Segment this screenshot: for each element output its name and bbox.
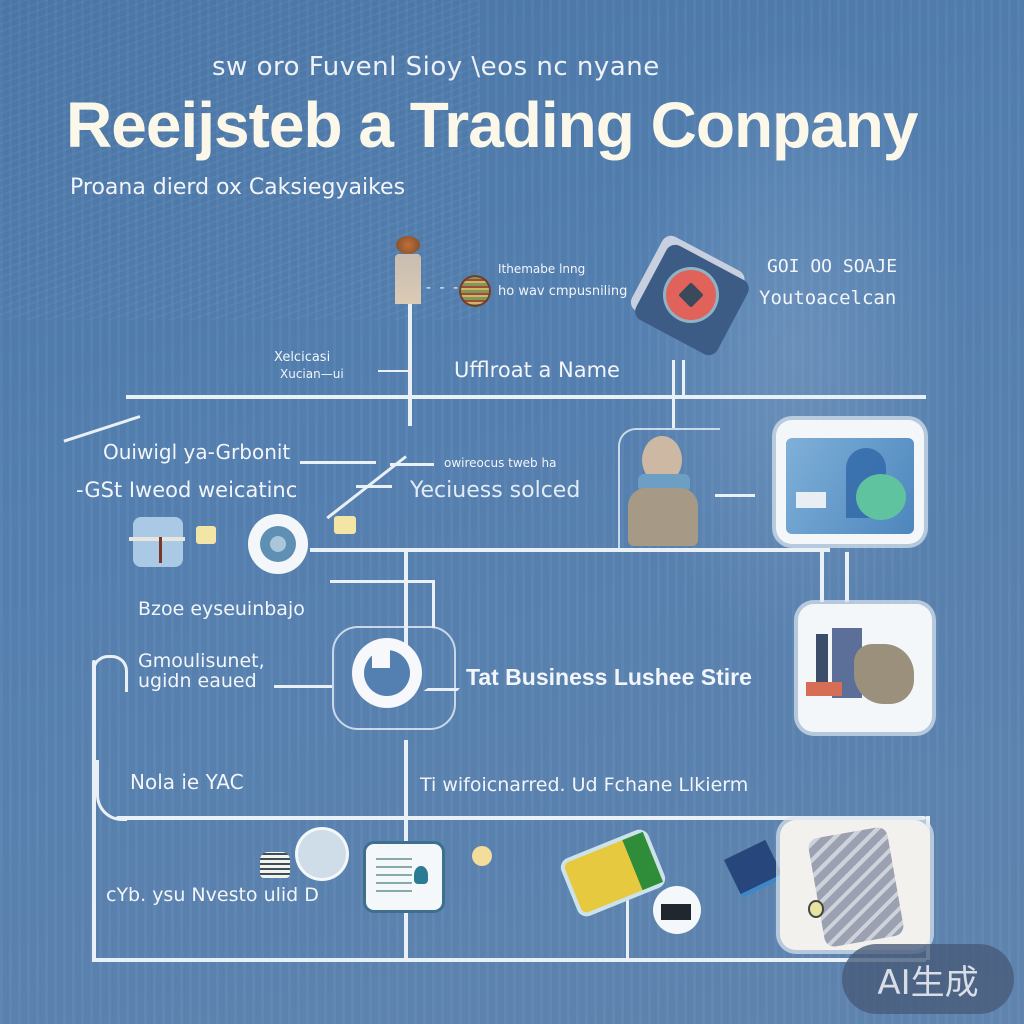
payment-card-icon bbox=[563, 831, 663, 915]
dotted-arrow: - - - bbox=[426, 280, 461, 296]
left-b-line1: Gmoulisunet, bbox=[138, 650, 265, 672]
business-step: Tat Business Lushee Stire bbox=[466, 664, 752, 690]
diamond-badge-icon bbox=[631, 240, 753, 359]
map-card-middle bbox=[798, 604, 932, 732]
tool-card-icon bbox=[129, 517, 185, 567]
face-icon bbox=[472, 846, 492, 866]
top-right-line1: GOI OO SOAJE bbox=[767, 256, 898, 277]
bottom-mid-label: Ti wifoicnarred. Ud Fchane Llkierm bbox=[420, 774, 749, 796]
central-step-frame bbox=[332, 626, 456, 730]
cash-stack-icon bbox=[260, 852, 290, 878]
ai-generated-badge: AI生成 bbox=[842, 944, 1014, 1014]
document-icon bbox=[366, 844, 442, 910]
top-note-line1: Ithemabe lnng bbox=[498, 262, 586, 276]
left-a-line2: -GSt Iweod weicatinc bbox=[76, 478, 298, 502]
circuit-icon bbox=[723, 839, 783, 895]
cheese-icon bbox=[196, 526, 216, 544]
left-short-line1: Xelcicasi bbox=[274, 350, 331, 365]
arrow-icon bbox=[423, 680, 467, 691]
left-b-line2: ugidn eaued bbox=[138, 670, 257, 692]
left-a-line1: Ouiwigl ya-Grbonit bbox=[103, 440, 291, 464]
header-kicker: sw oro Fuvenl Sioy \eos nc nyane bbox=[212, 52, 660, 82]
choose-name-step: Ufflroat a Name bbox=[454, 358, 620, 382]
coin-icon bbox=[459, 275, 491, 307]
page-subtitle: Proana dierd ox Caksiegyaikes bbox=[70, 175, 406, 200]
cheese-icon bbox=[334, 516, 356, 534]
person-icon bbox=[394, 236, 422, 308]
mid-label: Yeciuess solced bbox=[410, 478, 581, 503]
bullet-label: Bzoe eyseuinbajo bbox=[138, 598, 305, 620]
map-card-top bbox=[776, 420, 924, 544]
search-lens-icon bbox=[298, 830, 346, 878]
bottom-left-label: cYb. ysu Nvesto ulid D bbox=[106, 884, 319, 906]
wallet-icon bbox=[653, 886, 701, 934]
map-card-bottom bbox=[780, 820, 930, 950]
left-short-line2: Xucian—ui bbox=[280, 367, 344, 381]
person-frame-icon bbox=[618, 428, 720, 550]
page-title: Reeijsteb a Trading Conpany bbox=[66, 89, 918, 161]
background-glow bbox=[624, 40, 964, 660]
top-note-line2: ho wav cmpusniling bbox=[498, 284, 628, 299]
pie-icon bbox=[352, 638, 422, 708]
left-c-label: Nola ie YAC bbox=[130, 770, 244, 794]
globe-icon bbox=[248, 514, 308, 574]
top-right-line2: Youtoacelcan bbox=[759, 287, 897, 309]
mid-small-label: owireocus tweb ha bbox=[444, 456, 557, 470]
